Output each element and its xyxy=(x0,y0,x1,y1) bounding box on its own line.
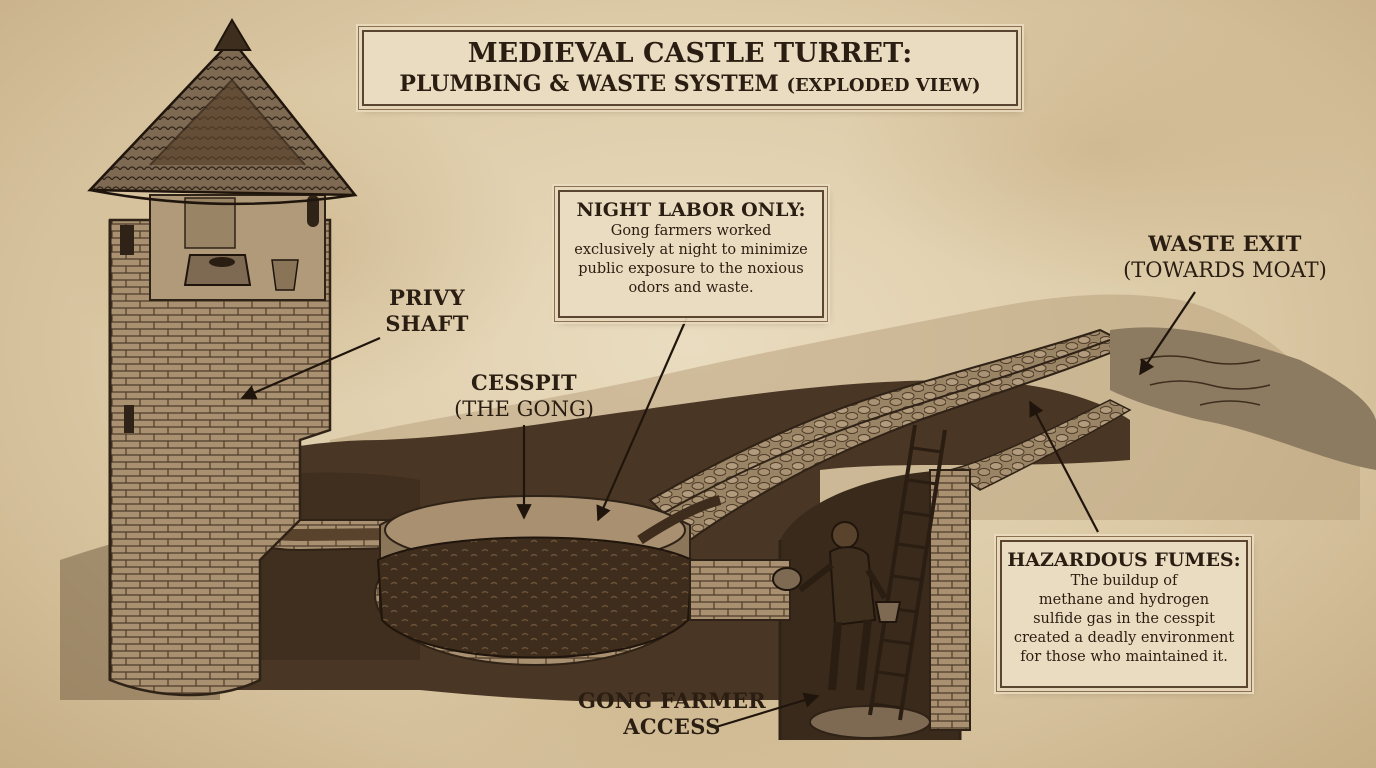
callout-night-labor-line-1: Gong farmers worked xyxy=(610,223,772,239)
label-waste-exit: WASTE EXIT (TOWARDS MOAT) xyxy=(1118,231,1332,283)
callout-night-labor-heading: NIGHT LABOR ONLY: xyxy=(576,199,806,221)
access-well xyxy=(689,469,971,740)
callout-fumes-line-3: sulfide gas in the cesspit xyxy=(1033,611,1215,627)
callout-fumes-line-5: for those who maintained it. xyxy=(1020,649,1228,665)
gong-farmer-figure xyxy=(772,521,902,691)
callout-hazardous-fumes: HAZARDOUS FUMES: The buildup of methane … xyxy=(996,536,1252,692)
label-privy-shaft-line-1: PRIVY xyxy=(389,285,465,310)
callout-night-labor-line-3: public exposure to the noxious xyxy=(578,261,804,277)
callout-night-labor-line-2: exclusively at night to minimize xyxy=(574,242,808,258)
title-line-1: MEDIEVAL CASTLE TURRET: xyxy=(467,38,913,69)
castle-turret xyxy=(87,18,358,697)
arrow-waste-exit xyxy=(1139,291,1196,376)
ladder xyxy=(868,424,947,721)
arrow-privy-shaft xyxy=(240,336,381,400)
cesspit xyxy=(374,495,722,666)
title-banner: MEDIEVAL CASTLE TURRET: PLUMBING & WASTE… xyxy=(358,26,1022,110)
label-waste-exit-line-2: (TOWARDS MOAT) xyxy=(1123,258,1327,282)
title-suffix: (EXPLODED VIEW) xyxy=(786,75,981,96)
callout-fumes-line-2: methane and hydrogen xyxy=(1038,592,1210,608)
label-privy-shaft: PRIVY SHAFT xyxy=(372,285,482,337)
arrow-night-labor xyxy=(596,314,690,522)
leader-arrows xyxy=(240,291,1196,729)
label-gong-farmer-access-line-2: ACCESS xyxy=(623,714,721,739)
label-waste-exit-line-1: WASTE EXIT xyxy=(1148,231,1302,256)
arrow-farmer-access xyxy=(715,692,820,729)
waste-channel xyxy=(648,328,1133,542)
callout-night-labor: NIGHT LABOR ONLY: Gong farmers worked ex… xyxy=(554,186,828,322)
label-privy-shaft-line-2: SHAFT xyxy=(385,311,469,336)
arrow-fumes xyxy=(1029,400,1099,533)
callout-fumes-line-1: The buildup of xyxy=(1070,573,1178,589)
label-gong-farmer-access-line-1: GONG FARMER xyxy=(577,688,767,713)
label-cesspit-line-1: CESSPIT xyxy=(471,370,577,395)
label-cesspit: CESSPIT (THE GONG) xyxy=(448,370,600,422)
callout-fumes-heading: HAZARDOUS FUMES: xyxy=(1007,549,1241,571)
moat xyxy=(1110,327,1376,470)
title-main: PLUMBING & WASTE SYSTEM xyxy=(399,71,779,97)
title-line-2: PLUMBING & WASTE SYSTEM (EXPLODED VIEW) xyxy=(364,70,1016,100)
label-gong-farmer-access: GONG FARMER ACCESS xyxy=(566,688,778,740)
label-cesspit-line-2: (THE GONG) xyxy=(454,397,594,421)
callout-night-labor-line-4: odors and waste. xyxy=(628,280,754,296)
callout-fumes-line-4: created a deadly environment xyxy=(1013,630,1235,646)
